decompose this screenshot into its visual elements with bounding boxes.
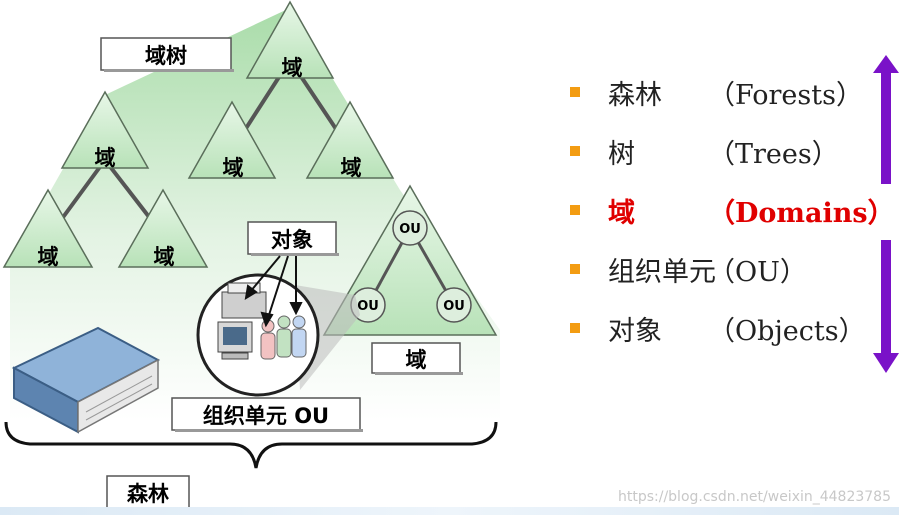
forest-diagram: 域树 域 域 域 域 域 域 OU OU OU	[2, 0, 500, 510]
domain-triangle-left-root: 域	[60, 90, 150, 170]
domain-box-label: 域	[406, 348, 427, 372]
domain-label-box: 域	[371, 342, 463, 375]
domain-triangle-mid-left: 域	[187, 100, 277, 180]
domain-label: 域	[282, 56, 303, 80]
legend-cn: 树	[608, 138, 635, 170]
legend-item-objects: 对象 （Objects）	[570, 308, 866, 348]
domain-triangle-top: 域	[245, 0, 335, 80]
objects-magnifier	[196, 273, 320, 397]
bullet-icon	[570, 87, 580, 97]
watermark: https://blog.csdn.net/weixin_44823785	[617, 489, 891, 505]
domain-tree-label: 域树	[145, 44, 187, 68]
ou-label-box: 组织单元 OU	[171, 397, 363, 432]
legend-item-ou: 组织单元 （OU）	[570, 249, 807, 289]
objects-label: 对象	[271, 228, 313, 252]
down-arrow-icon	[873, 240, 899, 373]
computer-icon	[217, 321, 253, 360]
bullet-icon	[570, 205, 580, 215]
domain-label: 域	[154, 245, 175, 269]
legend-cn: 森林	[608, 79, 662, 111]
legend-item-forests: 森林 （Forests）	[570, 72, 863, 112]
legend-cn: 组织单元	[608, 256, 716, 288]
domain-triangle-bottom-left: 域	[2, 188, 94, 269]
legend-item-domains: 域 （Domains）	[570, 190, 895, 230]
legend-item-trees: 树 （Trees）	[570, 131, 839, 171]
legend-en: （Domains）	[708, 197, 895, 229]
legend-en: （Forests）	[708, 79, 863, 111]
legend-en: （Objects）	[708, 315, 866, 347]
forest-brace	[4, 421, 498, 469]
object-arrows	[244, 255, 303, 328]
domain-label: 域	[95, 146, 116, 170]
ou-box-label: 组织单元 OU	[203, 404, 329, 428]
bottom-strip	[0, 507, 899, 515]
ou-node-label: OU	[357, 299, 379, 314]
objects-label-box: 对象	[247, 221, 339, 256]
domain-label: 域	[223, 156, 244, 180]
domain-triangle-bottom-mid: 域	[117, 188, 209, 269]
directory-book-icon	[11, 326, 161, 434]
domain-tree-label-box: 域树	[100, 37, 234, 72]
forest-label: 森林	[127, 482, 169, 506]
domain-with-ou-triangle: OU OU OU	[322, 184, 498, 336]
bullet-icon	[570, 323, 580, 333]
domain-label: 域	[341, 156, 362, 180]
domain-triangle-mid-right: 域	[305, 100, 395, 180]
bullet-icon	[570, 264, 580, 274]
scope-arrows	[873, 55, 899, 373]
printer-icon	[221, 282, 267, 319]
up-arrow-icon	[873, 55, 899, 184]
legend-cn: 域	[608, 197, 635, 229]
bullet-icon	[570, 146, 580, 156]
legend-en: （OU）	[708, 256, 807, 288]
forest-label-box: 森林	[106, 475, 192, 510]
legend-cn: 对象	[608, 315, 662, 347]
domain-label: 域	[38, 245, 59, 269]
legend-en: （Trees）	[708, 138, 839, 170]
ou-node-label: OU	[443, 299, 465, 314]
ou-node-label: OU	[399, 222, 421, 237]
